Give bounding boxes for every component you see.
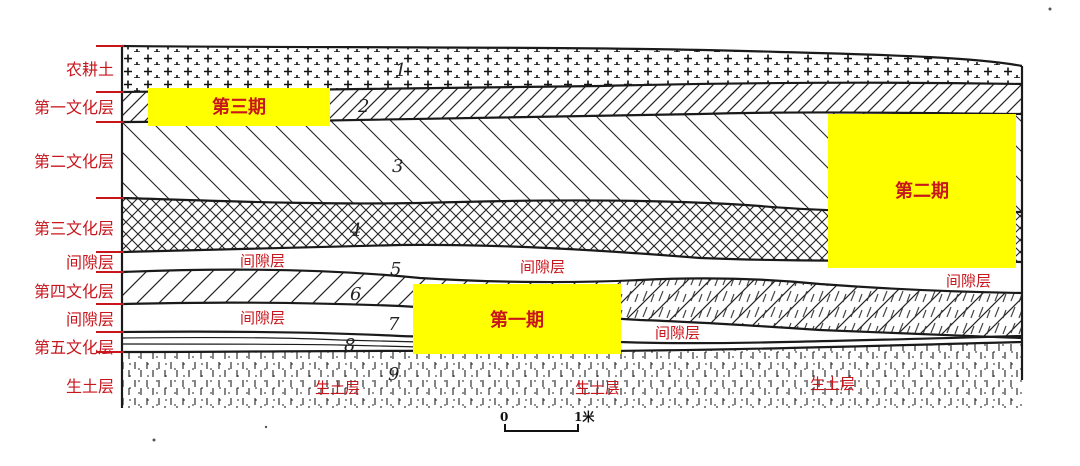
layer-number-2: 2 <box>357 96 369 117</box>
thin-line-8a <box>122 338 420 342</box>
label-natural-soil: 生土层 <box>66 377 114 396</box>
layer-number-9: 9 <box>388 364 399 385</box>
gap7-left-label: 间隙层 <box>240 309 285 327</box>
layer-number-5: 5 <box>390 259 401 280</box>
label-second-cultural: 第二文化层 <box>34 152 114 171</box>
soil-label-mid: 生土层 <box>575 379 620 397</box>
scale-one-meter: 1米 <box>574 409 595 424</box>
layer-number-4: 4 <box>349 220 361 241</box>
phase3-label: 第三期 <box>212 96 266 118</box>
scale-bar: 0 1米 <box>500 409 595 431</box>
scale-bar-line <box>505 424 578 431</box>
thin-line-8b <box>122 344 420 347</box>
phase2-label: 第二期 <box>895 180 949 202</box>
soil-label-left: 生土层 <box>315 379 360 397</box>
label-third-cultural: 第三文化层 <box>34 219 114 238</box>
gap7-right-label: 间隙层 <box>655 324 700 342</box>
label-first-cultural: 第一文化层 <box>34 98 114 117</box>
soil-label-right: 生土层 <box>810 375 855 393</box>
scale-zero: 0 <box>500 410 508 424</box>
label-gap-2: 间隙层 <box>66 310 114 329</box>
layer-number-8: 8 <box>344 335 355 356</box>
layer-number-7: 7 <box>388 314 400 335</box>
layer-number-3: 3 <box>392 156 403 177</box>
layer-number-6: 6 <box>350 284 361 305</box>
label-gap-1: 间隙层 <box>66 253 114 272</box>
phase1-label: 第一期 <box>490 309 544 331</box>
gap5-right-label: 间隙层 <box>946 272 991 290</box>
label-fifth-cultural: 第五文化层 <box>34 338 114 357</box>
gap5-mid-label: 间隙层 <box>520 258 565 276</box>
layer-number-1: 1 <box>395 60 406 81</box>
left-layer-labels: 农耕土 第一文化层 第二文化层 第三文化层 间隙层 第四文化层 间隙层 第五文化… <box>34 60 114 396</box>
label-fourth-cultural: 第四文化层 <box>34 282 114 301</box>
label-cultivated-soil: 农耕土 <box>66 60 114 79</box>
gap5-left-label: 间隙层 <box>240 252 285 270</box>
left-tick-marks <box>96 46 124 352</box>
